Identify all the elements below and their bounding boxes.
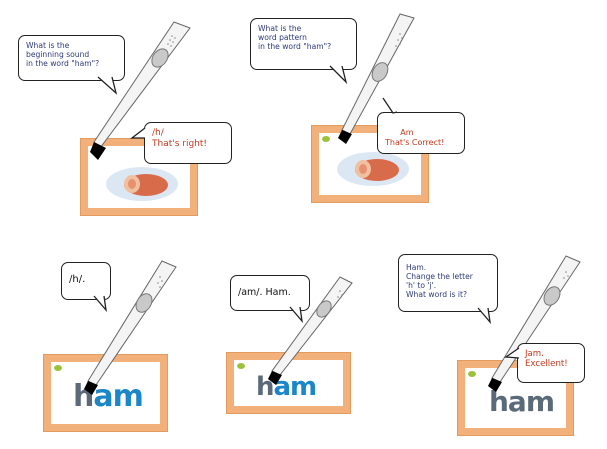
answer-text: Am That's Correct! xyxy=(385,128,445,147)
ham-word-card: ham xyxy=(226,352,351,414)
answer-bubble: Am That's Correct! xyxy=(377,112,465,154)
card-logo-icon xyxy=(468,371,476,377)
smart-pen-icon[interactable] xyxy=(90,20,200,160)
speech-bubble-tail xyxy=(289,306,303,324)
speech-text: /am/. Ham. xyxy=(238,287,291,298)
ham-word: ham xyxy=(73,379,144,414)
question-bubble: What is the beginning sound in the word … xyxy=(18,35,125,81)
question-bubble: What is the word pattern in the word "ha… xyxy=(250,18,357,70)
speech-bubble: /am/. Ham. xyxy=(230,275,310,311)
question-bubble-tail xyxy=(329,65,348,85)
card-inner: ham xyxy=(51,362,160,424)
smart-pen-icon[interactable] xyxy=(338,13,448,144)
smart-pen-icon[interactable] xyxy=(488,252,588,392)
question-text: Ham. Change the letter 'h' to 'j'. What … xyxy=(406,263,473,299)
question-text: What is the word pattern in the word "ha… xyxy=(258,24,332,51)
card-inner: ham xyxy=(234,360,343,406)
question-bubble: Ham. Change the letter 'h' to 'j'. What … xyxy=(398,254,498,312)
answer-bubble-tail xyxy=(504,347,520,359)
speech-bubble: /h/. xyxy=(61,262,111,300)
card-logo-icon xyxy=(322,136,330,142)
answer-text: /h/ That's right! xyxy=(152,128,208,149)
answer-bubble-tail xyxy=(382,97,398,114)
question-text: What is the beginning sound in the word … xyxy=(26,41,100,68)
speech-bubble-tail xyxy=(93,295,107,313)
card-logo-icon xyxy=(237,363,245,369)
smart-pen-icon[interactable] xyxy=(84,255,184,395)
smart-pen-icon[interactable] xyxy=(268,275,358,385)
ham-picture-card xyxy=(311,125,429,203)
ham-meat-icon xyxy=(106,167,178,201)
question-bubble-tail xyxy=(477,307,491,325)
answer-bubble-tail xyxy=(130,127,146,139)
answer-bubble: /h/ That's right! xyxy=(144,122,232,164)
card-logo-icon xyxy=(54,365,62,371)
speech-text: /h/. xyxy=(69,274,86,285)
answer-bubble: Jam. Excellent! xyxy=(517,343,585,383)
ham-word: ham xyxy=(489,385,555,418)
ham-meat-icon xyxy=(337,152,409,186)
question-bubble-tail xyxy=(97,76,118,95)
answer-text: Jam. Excellent! xyxy=(525,349,568,369)
